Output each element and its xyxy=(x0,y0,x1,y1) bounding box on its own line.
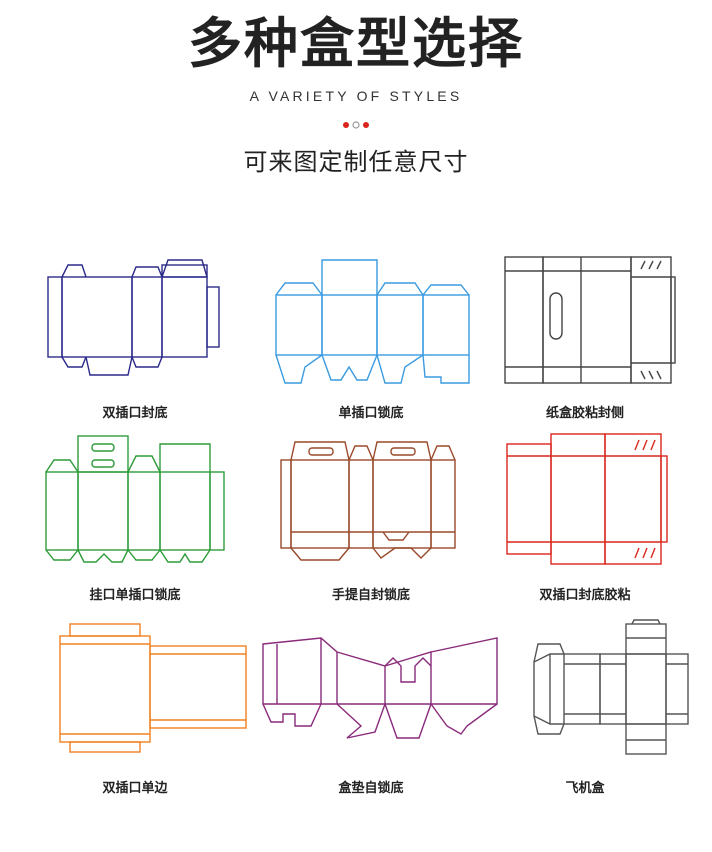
box-die-line-icon xyxy=(275,259,470,384)
style-card-1: 双插口封底 xyxy=(20,255,250,421)
style-card-6: 双插口封底胶粘 xyxy=(470,432,700,603)
style-label: 双插口单边 xyxy=(102,781,168,796)
style-label: 挂口单插口锁底 xyxy=(89,588,181,603)
style-card-9: 飞机盒 xyxy=(470,619,700,796)
style-label: 双插口封底胶粘 xyxy=(539,588,631,603)
style-card-5: 手提自封锁底 xyxy=(256,432,486,603)
style-card-3: 纸盒胶粘封侧 xyxy=(470,255,700,421)
style-card-7: 双插口单边 xyxy=(20,622,250,796)
style-label: 手提自封锁底 xyxy=(331,588,410,603)
page-tagline: 可来图定制任意尺寸 xyxy=(243,148,469,176)
style-label: 飞机盒 xyxy=(565,781,605,796)
box-die-line-icon xyxy=(45,435,225,563)
page-title: 多种盒型选择 xyxy=(188,12,524,75)
style-card-8: 盒垫自锁底 xyxy=(256,622,498,796)
style-card-4: 挂口单插口锁底 xyxy=(20,432,250,603)
box-die-line-icon xyxy=(59,623,247,753)
decorative-dots xyxy=(343,121,369,129)
box-die-line-icon xyxy=(262,637,498,739)
dot-middle xyxy=(352,121,360,129)
box-die-line-icon xyxy=(504,256,676,384)
box-die-line-icon xyxy=(506,433,668,565)
dot-left xyxy=(343,122,349,128)
style-label: 纸盒胶粘封侧 xyxy=(545,406,624,421)
style-label: 双插口封底 xyxy=(102,406,168,421)
style-label: 盒垫自锁底 xyxy=(338,781,404,796)
box-die-line-icon xyxy=(533,619,689,755)
page-subtitle: A VARIETY OF STYLES xyxy=(249,88,463,104)
dot-right xyxy=(363,122,369,128)
style-card-2: 单插口锁底 xyxy=(256,255,486,421)
style-label: 单插口锁底 xyxy=(338,406,404,421)
box-die-line-icon xyxy=(280,441,456,561)
box-die-line-icon xyxy=(47,259,220,376)
